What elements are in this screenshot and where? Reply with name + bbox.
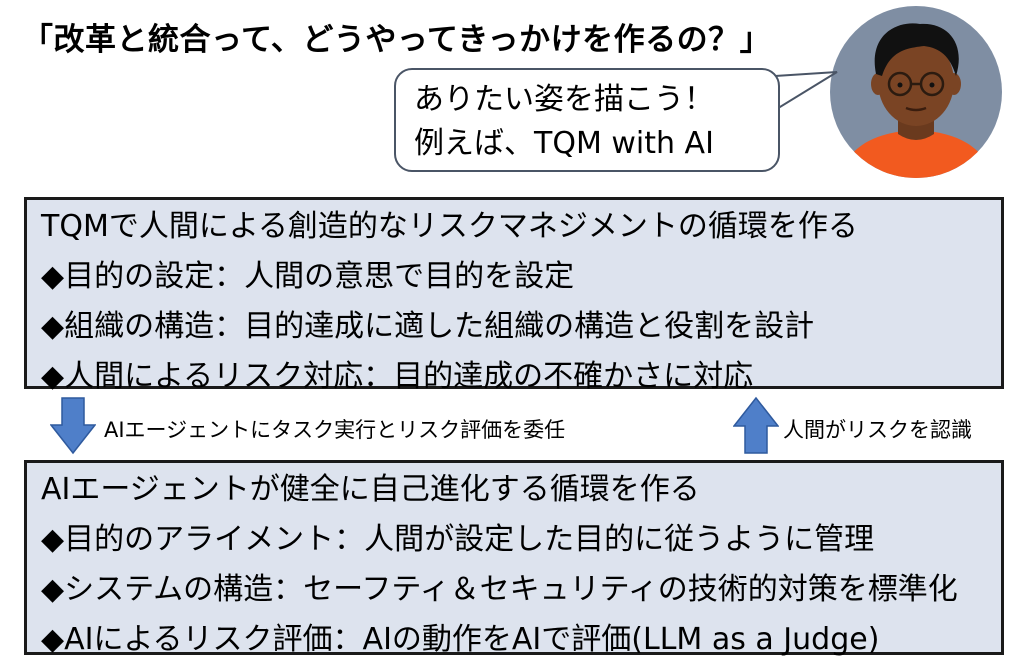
tqm-item: ◆目的の設定：人間の意思で目的を設定: [41, 259, 575, 294]
ai-agent-box: AIエージェントが健全に自己進化する循環を作る ◆目的のアライメント：人間が設定…: [24, 460, 1004, 657]
page-title: 「改革と統合って、どうやってきっかけを作るの？」: [22, 22, 772, 58]
ai-heading: AIエージェントが健全に自己進化する循環を作る: [41, 472, 700, 507]
tqm-heading: TQMで人間による創造的なリスクマネジメントの循環を作る: [41, 209, 858, 244]
ai-item: ◆AIによるリスク評価：AIの動作をAIで評価(LLM as a Judge): [41, 622, 880, 657]
down-arrow-icon: [50, 397, 96, 455]
avatar: [828, 4, 1004, 180]
tqm-box: TQMで人間による創造的なリスクマネジメントの循環を作る ◆目的の設定：人間の意…: [24, 197, 1004, 394]
tqm-item: ◆人間によるリスク対応：目的達成の不確かさに対応: [41, 359, 754, 394]
tqm-item: ◆組織の構造：目的達成に適した組織の構造と役割を設計: [41, 309, 815, 344]
ai-item: ◆システムの構造：セーフティ＆セキュリティの技術的対策を標準化: [41, 572, 958, 607]
speech-line-1: ありたい姿を描こう！: [414, 82, 714, 117]
speech-bubble-tail: [775, 71, 838, 111]
speech-bubble: ありたい姿を描こう！ 例えば、TQM with AI: [394, 68, 780, 172]
up-arrow-label: 人間がリスクを認識: [783, 418, 972, 442]
up-arrow-icon: [733, 396, 779, 454]
speech-line-2: 例えば、TQM with AI: [414, 126, 714, 161]
down-arrow-label: AIエージェントにタスク実行とリスク評価を委任: [104, 418, 566, 442]
ai-item: ◆目的のアライメント：人間が設定した目的に従うように管理: [41, 522, 875, 557]
